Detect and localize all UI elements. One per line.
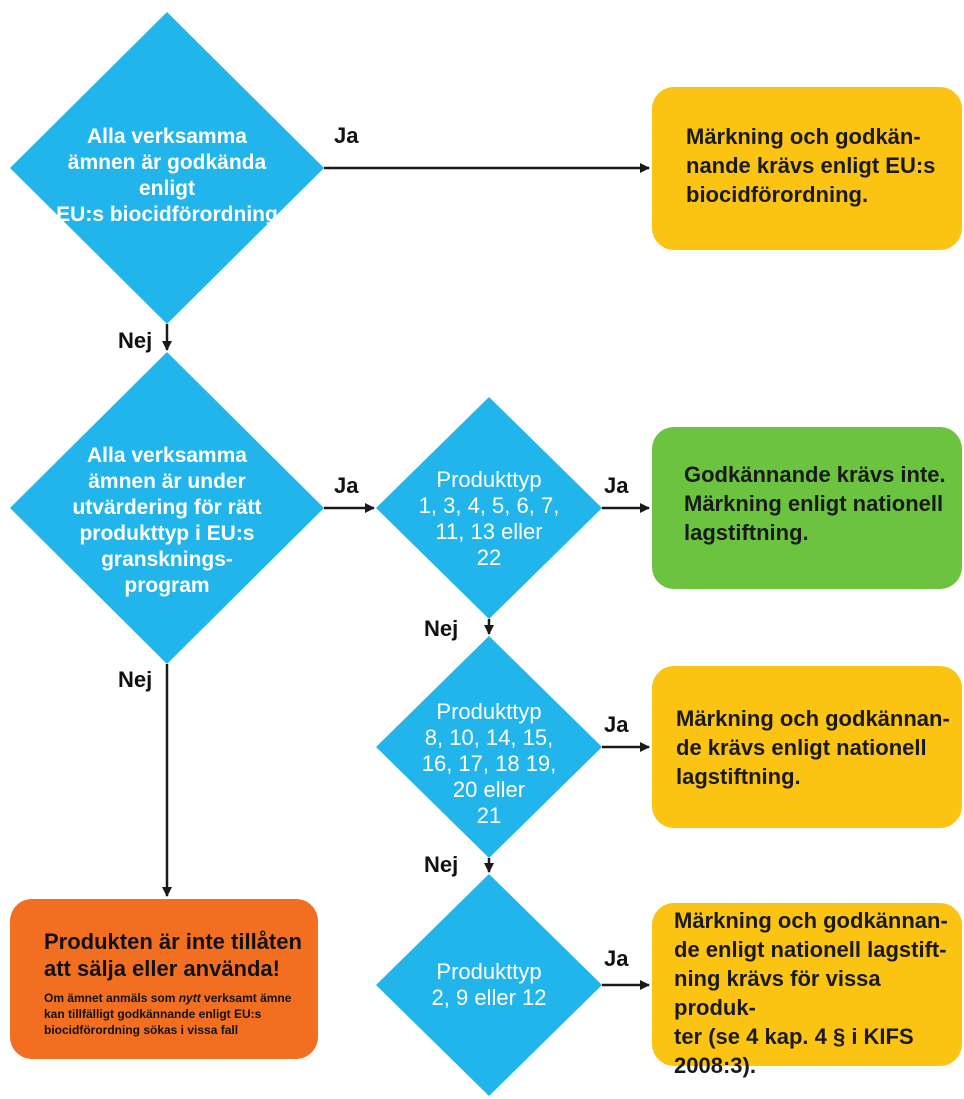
label-yes-d2: Ja (334, 473, 359, 498)
decision-diamond-product-type-c (376, 874, 602, 1096)
decision-diamond-product-type-a (376, 397, 602, 619)
decision-diamond-product-type-b (376, 636, 602, 858)
decision-text-product-type-b: Produkttyp 8, 10, 14, 15, 16, 17, 18 19,… (421, 699, 557, 828)
outcome-text-national-approval: Märkning och godkännan- de krävs enligt … (676, 706, 950, 789)
outcome-text-no-approval: Godkännande krävs inte. Märkning enligt … (684, 462, 946, 545)
decision-text-product-type-a: Produkttyp 1, 3, 4, 5, 6, 7, 11, 13 elle… (418, 467, 560, 570)
not-allowed-note-part2: verksamt ämne kan tillfälligt godkännand… (44, 991, 292, 1037)
outcome-box-not-allowed (10, 899, 318, 1059)
label-no-d2: Nej (118, 667, 152, 692)
decision-text-product-type-c: Produkttyp 2, 9 eller 12 (431, 959, 547, 1010)
outcome-box-eu-approval (652, 87, 962, 250)
label-yes-d5: Ja (604, 946, 629, 971)
label-yes-d3: Ja (604, 473, 629, 498)
outcome-text-eu-approval: Märkning och godkän- nande krävs enligt … (686, 124, 936, 207)
decision-text-under-review: Alla verksamma ämnen är under utvärderin… (72, 444, 262, 597)
decision-diamond-under-review (10, 352, 324, 664)
label-no-d4: Nej (424, 852, 458, 877)
outcome-text-some-products: Märkning och godkännan- de enligt nation… (674, 908, 948, 1078)
outcome-box-no-approval (652, 427, 962, 589)
label-yes-d1: Ja (334, 123, 359, 148)
label-yes-d4: Ja (604, 712, 629, 737)
label-no-d3: Nej (424, 616, 458, 641)
not-allowed-note-emphasis: nytt (178, 991, 201, 1005)
decision-text-approved: Alla verksamma ämnen är godkända enligt … (56, 125, 278, 226)
decision-diamond-approved (10, 12, 324, 324)
not-allowed-title: Produkten är inte tillåten att sälja ell… (44, 929, 302, 981)
not-allowed-note-part1: Om ämnet anmäls som (44, 991, 179, 1005)
outcome-box-some-products (652, 903, 962, 1066)
label-no-d1: Nej (118, 328, 152, 353)
not-allowed-note: Om ämnet anmäls som nytt verksamt ämne k… (44, 990, 314, 1038)
outcome-box-national-approval (652, 666, 962, 828)
